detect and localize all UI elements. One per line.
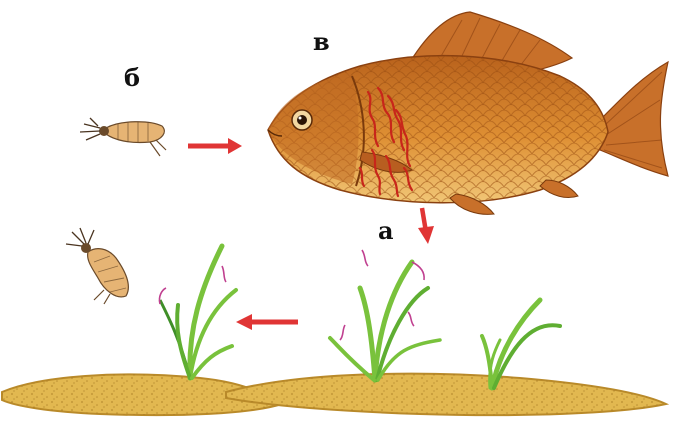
larva-icon (66, 228, 128, 304)
red-arrow-icon (236, 314, 298, 330)
grass-plant-icon (482, 300, 560, 388)
grass-plant-icon (330, 250, 440, 380)
red-arrow-icon (418, 208, 434, 244)
label-stage-b: б (124, 66, 140, 90)
grass-plant-icon (159, 246, 236, 378)
sediment-layer (2, 374, 666, 415)
label-stage-a: а (378, 219, 394, 243)
red-arrow-icon (188, 138, 242, 154)
larva-icon (80, 118, 166, 156)
label-stage-v: в (313, 30, 330, 54)
